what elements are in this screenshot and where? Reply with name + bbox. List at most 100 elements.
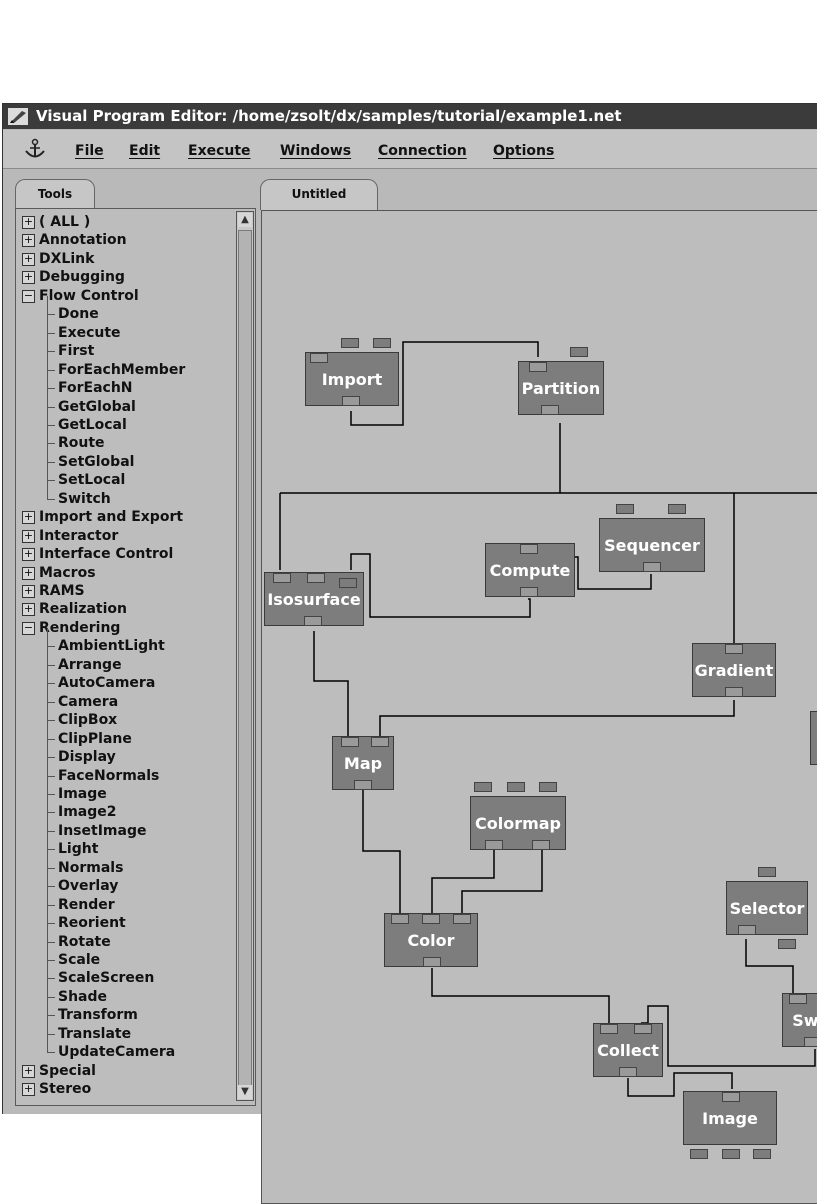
param-tab[interactable] [753, 1149, 771, 1159]
param-tab[interactable] [474, 782, 492, 792]
output-port[interactable] [423, 957, 441, 967]
tree-leaf[interactable]: ClipBox [16, 702, 234, 729]
input-port[interactable] [600, 1024, 618, 1034]
tree-leaf[interactable]: ForEachMember [16, 351, 234, 379]
module-selector[interactable]: Selector [726, 881, 808, 935]
menu-execute[interactable]: Execute [188, 143, 251, 159]
tree-folder[interactable]: +Interface Control [16, 545, 234, 563]
input-port[interactable] [634, 1024, 652, 1034]
tree-leaf[interactable]: ForEachN [16, 370, 234, 397]
param-tab[interactable] [341, 338, 359, 348]
tree-leaf[interactable]: Render [16, 886, 234, 914]
tree-leaf[interactable]: Display [16, 739, 234, 766]
tree-leaf[interactable]: FaceNormals [16, 757, 234, 785]
tree-folder[interactable]: +( ALL ) [16, 213, 234, 231]
output-port[interactable] [643, 562, 661, 572]
module-isosurface[interactable]: Isosurface [264, 572, 364, 626]
menu-windows[interactable]: Windows [280, 143, 352, 159]
plus-box-icon[interactable]: + [22, 233, 35, 248]
input-port[interactable] [789, 994, 807, 1004]
plus-box-icon[interactable]: + [22, 215, 35, 229]
module-colormap[interactable]: Colormap [470, 796, 566, 850]
tree-folder[interactable]: +Import and Export [16, 508, 234, 526]
output-port[interactable] [354, 780, 372, 790]
output-port[interactable] [304, 616, 322, 626]
module-partition[interactable]: Partition [518, 361, 604, 415]
tree-folder[interactable]: −Flow Control [16, 287, 234, 305]
tree-leaf[interactable]: Translate [16, 1015, 234, 1043]
tree-leaf[interactable]: Normals [16, 849, 234, 877]
tree-leaf[interactable]: Route [16, 425, 234, 452]
tree-folder[interactable]: +Special [16, 1062, 234, 1080]
tree-leaf[interactable]: Done [16, 296, 234, 323]
tab-tools[interactable]: Tools [15, 179, 95, 210]
scroll-down-icon[interactable]: ▼ [238, 1085, 252, 1099]
param-tab[interactable] [616, 504, 634, 514]
param-tab[interactable] [690, 1149, 708, 1159]
tree-leaf[interactable]: Shade [16, 978, 234, 1006]
module-color[interactable]: Color [384, 913, 478, 967]
tree-leaf[interactable]: AmbientLight [16, 628, 234, 655]
param-tab[interactable] [570, 347, 588, 357]
tree-folder[interactable]: −Rendering [16, 619, 234, 637]
param-tab[interactable] [339, 578, 357, 588]
input-port[interactable] [520, 544, 538, 554]
tree-folder[interactable]: +Macros [16, 564, 234, 582]
tree-leaf[interactable]: InsetImage [16, 812, 234, 840]
minus-box-icon[interactable]: − [22, 288, 35, 303]
tree-leaf[interactable]: GetGlobal [16, 388, 234, 416]
tree-leaf[interactable]: Image2 [16, 794, 234, 821]
output-port[interactable] [485, 840, 503, 850]
scroll-thumb[interactable] [238, 230, 252, 1092]
input-port[interactable] [371, 737, 389, 747]
tree-leaf[interactable]: Arrange [16, 646, 234, 674]
output-port[interactable] [738, 925, 756, 935]
menu-connection[interactable]: Connection [378, 143, 467, 159]
param-tab[interactable] [539, 782, 557, 792]
tree-leaf[interactable]: GetLocal [16, 406, 234, 434]
module-partial[interactable]: A [810, 711, 817, 765]
tools-scrollbar[interactable]: ▲ ▼ [236, 211, 254, 1101]
plus-box-icon[interactable]: + [22, 251, 35, 266]
tree-leaf[interactable]: SetLocal [16, 462, 234, 489]
module-gradient[interactable]: Gradient [692, 643, 776, 697]
input-port[interactable] [310, 353, 328, 363]
input-port[interactable] [307, 573, 325, 583]
plus-box-icon[interactable]: + [22, 547, 35, 562]
tree-leaf[interactable]: ScaleScreen [16, 960, 234, 987]
minus-box-icon[interactable]: − [22, 620, 35, 635]
output-port[interactable] [619, 1067, 637, 1077]
scroll-up-icon[interactable]: ▲ [238, 213, 252, 227]
input-port[interactable] [529, 362, 547, 372]
plus-box-icon[interactable]: + [22, 528, 35, 543]
tree-leaf[interactable]: UpdateCamera [16, 1034, 234, 1061]
tree-leaf[interactable]: SetGlobal [16, 443, 234, 471]
input-port[interactable] [453, 914, 471, 924]
tree-leaf[interactable]: First [16, 333, 234, 360]
input-port[interactable] [422, 914, 440, 924]
param-tab[interactable] [373, 338, 391, 348]
tree-leaf[interactable]: Overlay [16, 868, 234, 895]
menu-edit[interactable]: Edit [129, 143, 161, 159]
input-port[interactable] [391, 914, 409, 924]
tree-folder[interactable]: +RAMS [16, 582, 234, 600]
tree-leaf[interactable]: AutoCamera [16, 665, 234, 692]
plus-box-icon[interactable]: + [22, 565, 35, 580]
param-tab[interactable] [507, 782, 525, 792]
tree-folder[interactable]: +Interactor [16, 527, 234, 545]
tree-leaf[interactable]: Image [16, 775, 234, 803]
module-image[interactable]: Image [683, 1091, 777, 1145]
menu-file[interactable]: File [75, 143, 104, 159]
tree-folder[interactable]: +DXLink [16, 250, 234, 268]
tree-leaf[interactable]: Light [16, 831, 234, 858]
param-tab[interactable] [758, 867, 776, 877]
output-port[interactable] [541, 405, 559, 415]
tree-leaf[interactable]: Rotate [16, 923, 234, 951]
anchor-icon[interactable] [23, 138, 47, 160]
tree-leaf[interactable]: Reorient [16, 905, 234, 932]
tree-leaf[interactable]: Transform [16, 997, 234, 1024]
plus-box-icon[interactable]: + [22, 1082, 35, 1097]
module-switch[interactable]: Swit [782, 993, 817, 1047]
plus-box-icon[interactable]: + [22, 602, 35, 617]
output-port[interactable] [532, 840, 550, 850]
